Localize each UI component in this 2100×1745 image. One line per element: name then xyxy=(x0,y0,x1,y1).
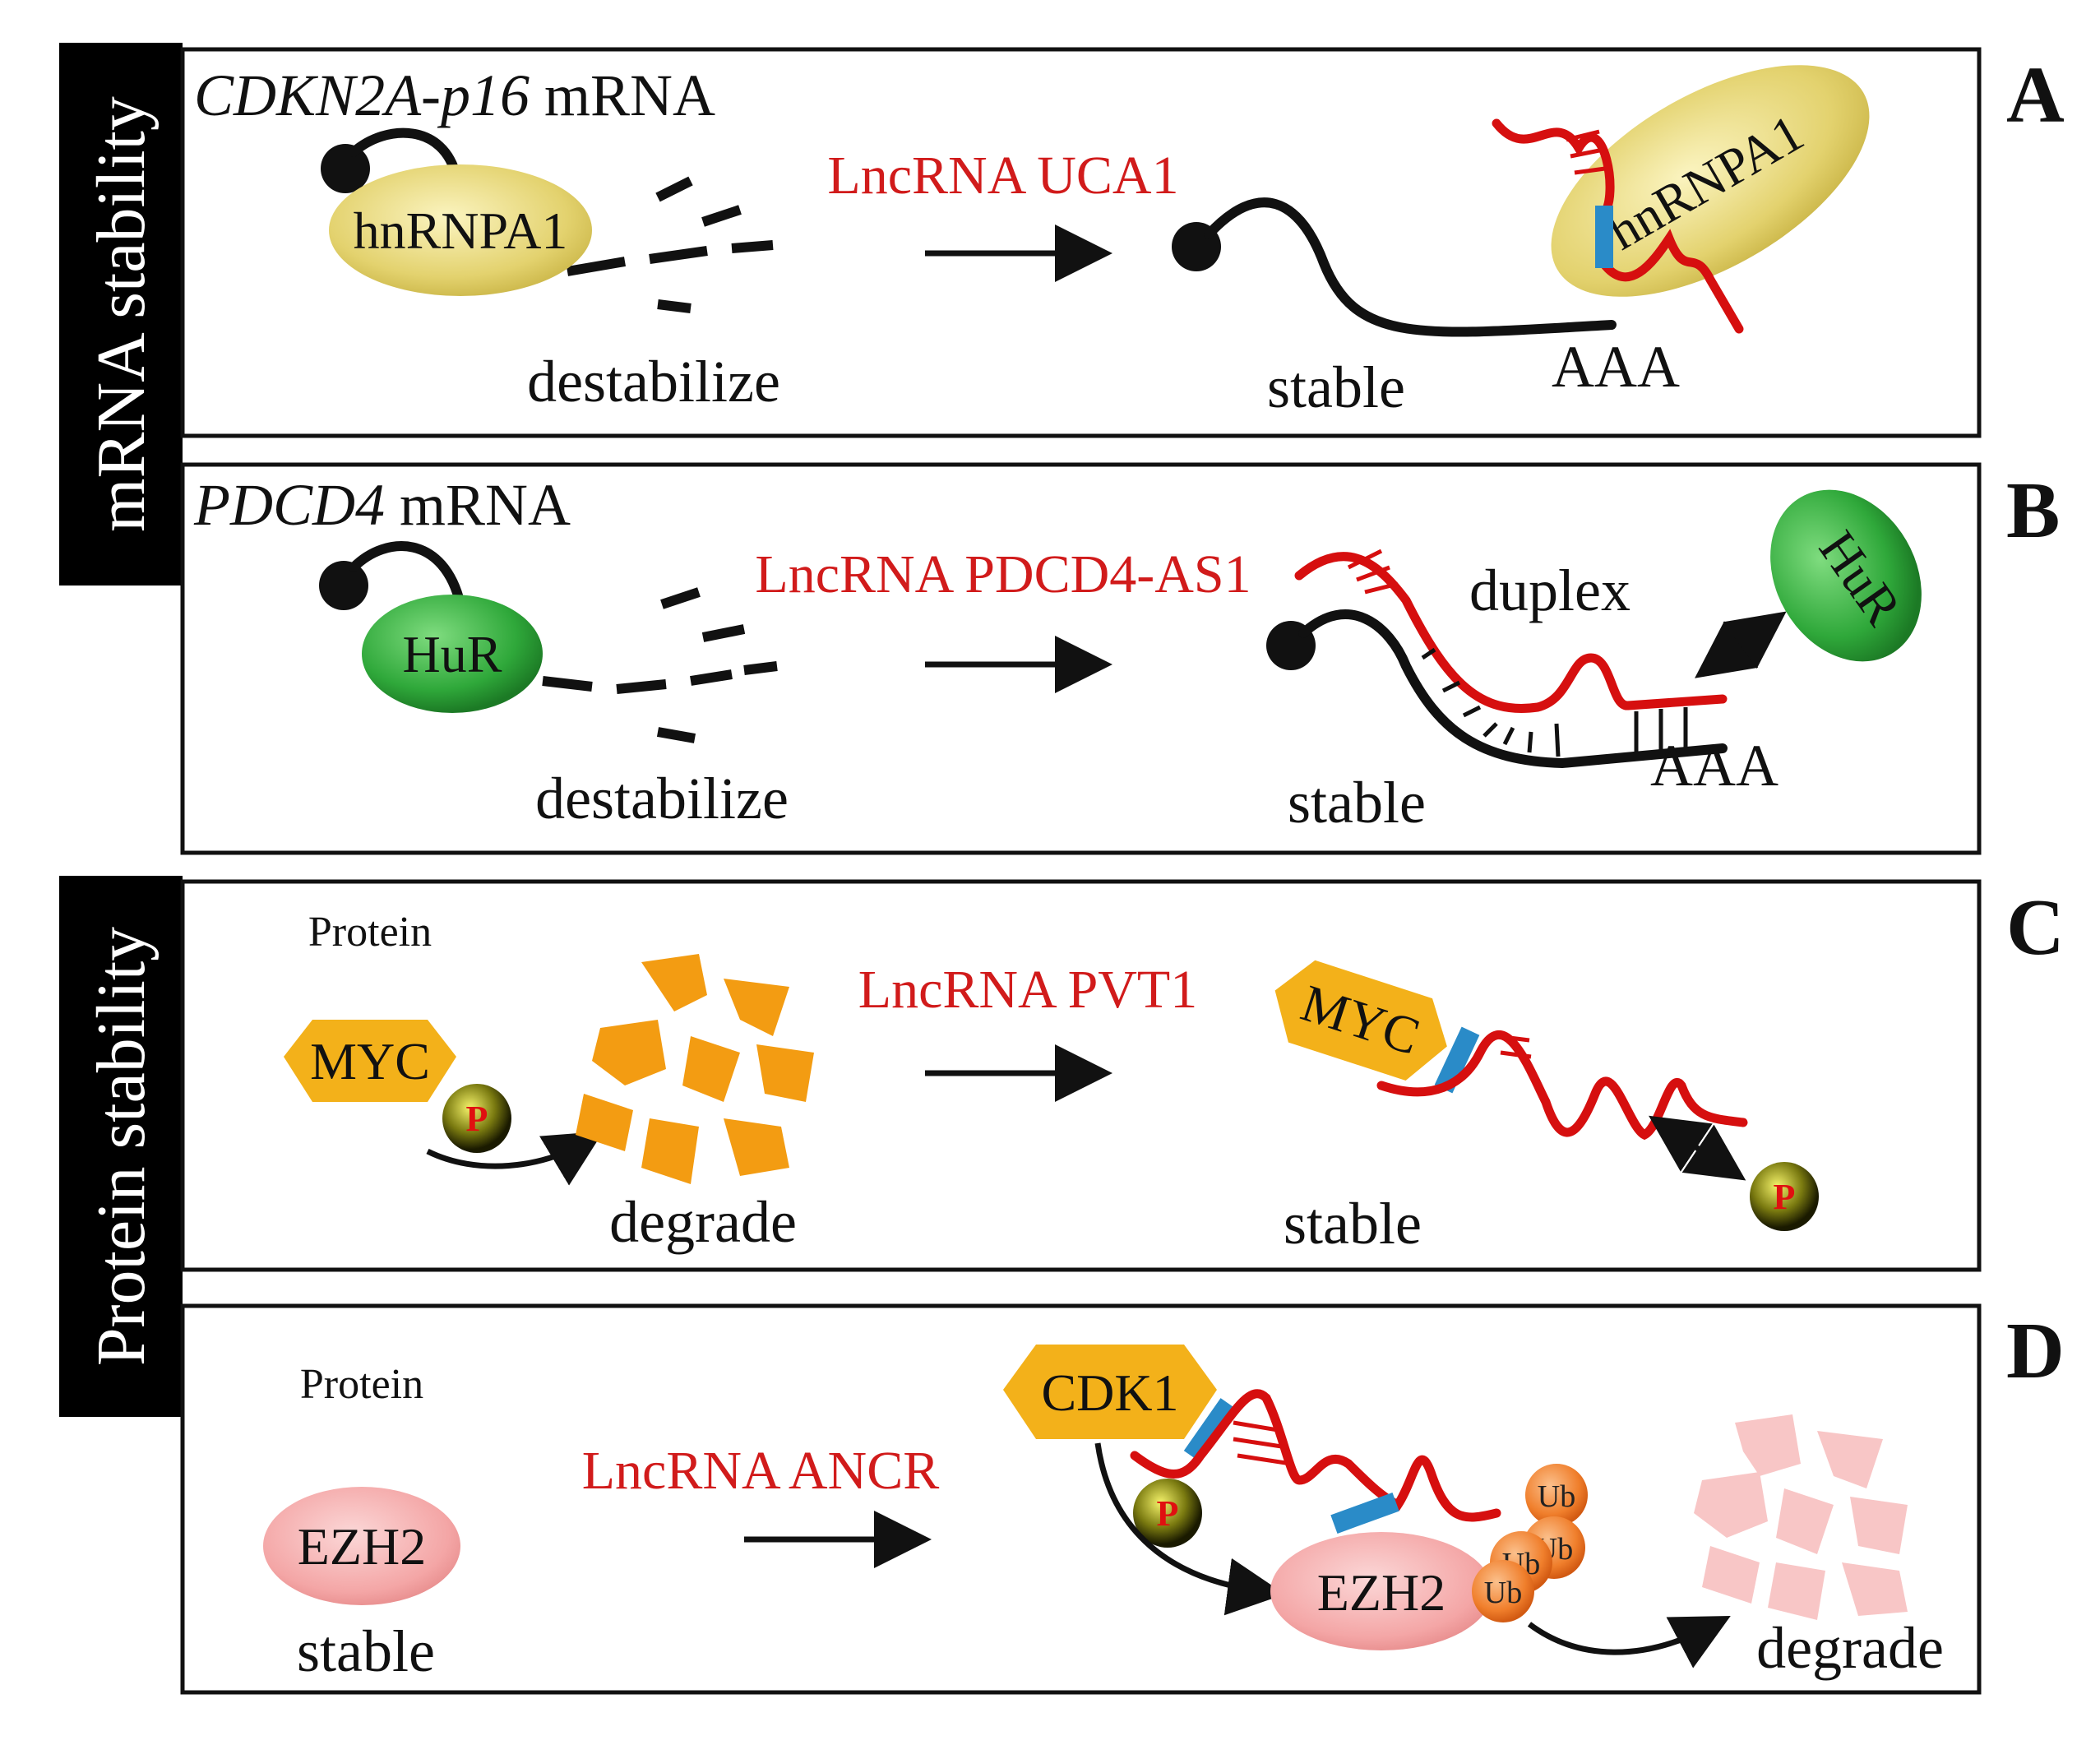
hnrnpa1-blob-left xyxy=(329,164,592,296)
mrna-stable-strand xyxy=(1204,197,1617,337)
mrna-5prime-strand xyxy=(349,127,461,182)
lncrna-pvt1-strand xyxy=(1376,1030,1748,1141)
panel-d-degrade-arrow xyxy=(1527,1615,1731,1669)
phospho-ball-d xyxy=(1133,1479,1202,1548)
sidebar-mrna-stability: mRNA stability xyxy=(59,43,183,586)
lncrna-pdcd4-as1-strand xyxy=(1294,552,1728,713)
panel-a-title: CDKN2A-p16 mRNA xyxy=(194,62,715,128)
sidebar-protein-label: Protein stability xyxy=(83,927,160,1366)
hnrnpa1-blob-right xyxy=(1551,65,1870,297)
mrna-5prime-strand-b xyxy=(349,541,465,609)
panel-d: D Protein EZH2 stable LncRNA ANCR CDK1 P… xyxy=(180,1303,2065,1695)
panel-a: A CDKN2A-p16 mRNA hnRNPA1 destabilize Ln… xyxy=(180,47,2065,438)
panel-b-lncrna-label: LncRNA PDCD4-AS1 xyxy=(755,544,1251,604)
panel-b: B PDCD4 mRNA HuR destabilize LncRNA PDCD… xyxy=(180,462,2060,855)
lncrna-uca1-hatch xyxy=(1566,129,1606,175)
panel-a-lncrna-label: LncRNA UCA1 xyxy=(827,146,1178,206)
link-blue-c xyxy=(1434,1026,1480,1094)
phospho-ball-c-right xyxy=(1750,1162,1819,1231)
panel-d-degrade: degrade xyxy=(1756,1615,1944,1681)
panel-d-phospho-arrow xyxy=(1094,1442,1285,1616)
panel-b-title: PDCD4 mRNA xyxy=(193,472,571,538)
panel-d-heading: Protein xyxy=(300,1361,423,1408)
phospho-label-c-right: P xyxy=(1774,1177,1796,1217)
panel-a-destabilize: destabilize xyxy=(527,349,780,414)
link-blue-d-bottom xyxy=(1330,1493,1399,1534)
panel-b-dissociation-arrow xyxy=(1695,611,1787,678)
panel-c-degrade-arrow xyxy=(426,1131,604,1186)
ezh2-label-left: EZH2 xyxy=(298,1517,426,1576)
phospho-ball-c-left xyxy=(442,1084,511,1153)
lncrna-pvt1-hatch xyxy=(1496,1034,1532,1059)
degraded-protein-cluster-c xyxy=(576,954,814,1184)
link-blue-a xyxy=(1595,206,1613,268)
panel-a-polya: AAA xyxy=(1552,334,1680,400)
mrna-degraded-pieces-b xyxy=(656,587,746,743)
link-blue-d-top xyxy=(1183,1398,1237,1462)
mrna-degraded-fragments-b xyxy=(542,661,778,694)
ubiquitin-label-4: Ub xyxy=(1484,1576,1522,1610)
lncrna-ancr-strand xyxy=(1130,1389,1501,1522)
ubiquitin-ball-4 xyxy=(1472,1560,1534,1622)
duplex-hatch xyxy=(1421,647,1688,757)
ezh2-blob-left xyxy=(263,1487,460,1605)
hur-blob-right xyxy=(1770,489,1922,662)
degraded-protein-cluster-d xyxy=(1694,1414,1908,1620)
lncrna-uca1-strand xyxy=(1492,118,1744,334)
myc-hexagon-left xyxy=(284,1020,456,1102)
myc-label-left: MYC xyxy=(310,1032,430,1090)
ezh2-blob-right xyxy=(1270,1532,1492,1650)
mrna-cap-icon-b xyxy=(319,561,368,610)
hur-label-left: HuR xyxy=(403,625,502,683)
myc-hexagon-right-group: MYC xyxy=(1274,960,1447,1081)
myc-hexagon-right xyxy=(1274,960,1447,1081)
mrna-duplex-black-strand xyxy=(1298,609,1728,769)
panel-c-letter: C xyxy=(2006,883,2065,972)
lncrna-ancr-hatch xyxy=(1233,1420,1292,1466)
panel-c: C Protein MYC P degrade LncRNA PVT1 MYC … xyxy=(180,879,2065,1272)
sidebar-mrna-label: mRNA stability xyxy=(83,96,160,532)
ubiquitin-ball-1 xyxy=(1525,1464,1588,1526)
mrna-degraded-pieces xyxy=(655,176,742,313)
mrna-cap-icon xyxy=(321,144,370,193)
duplex-red-hatch xyxy=(1347,548,1399,595)
panel-c-lncrna-label: LncRNA PVT1 xyxy=(858,960,1198,1020)
panel-c-stable: stable xyxy=(1284,1191,1422,1257)
phospho-label-d: P xyxy=(1157,1493,1179,1534)
phospho-label-c-left: P xyxy=(466,1099,488,1139)
panel-c-heading: Protein xyxy=(308,909,432,956)
panel-b-stable: stable xyxy=(1288,770,1426,835)
panel-b-polya: AAA xyxy=(1650,733,1779,798)
panel-c-degrade: degrade xyxy=(609,1189,797,1255)
ubiquitin-label-1: Ub xyxy=(1538,1479,1575,1514)
hnrnpa1-label-left: hnRNPA1 xyxy=(354,201,568,260)
panel-a-letter: A xyxy=(2006,51,2065,140)
panel-b-letter: B xyxy=(2006,466,2060,555)
cdk1-label: CDK1 xyxy=(1041,1363,1178,1422)
panel-a-stable: stable xyxy=(1267,354,1405,420)
panel-c-dissociation-arrow xyxy=(1649,1115,1746,1181)
ezh2-label-right: EZH2 xyxy=(1317,1563,1445,1622)
panel-d-letter: D xyxy=(2006,1307,2065,1396)
panel-d-lncrna-label: LncRNA ANCR xyxy=(582,1441,940,1501)
panel-b-duplex: duplex xyxy=(1469,558,1631,623)
sidebar-protein-stability: Protein stability xyxy=(59,876,183,1417)
panel-d-stable: stable xyxy=(297,1618,435,1684)
mrna-degraded-fragments xyxy=(566,240,774,276)
hur-blob-left xyxy=(362,595,543,713)
cdk1-hexagon xyxy=(1003,1345,1217,1439)
panel-b-destabilize: destabilize xyxy=(535,766,789,831)
